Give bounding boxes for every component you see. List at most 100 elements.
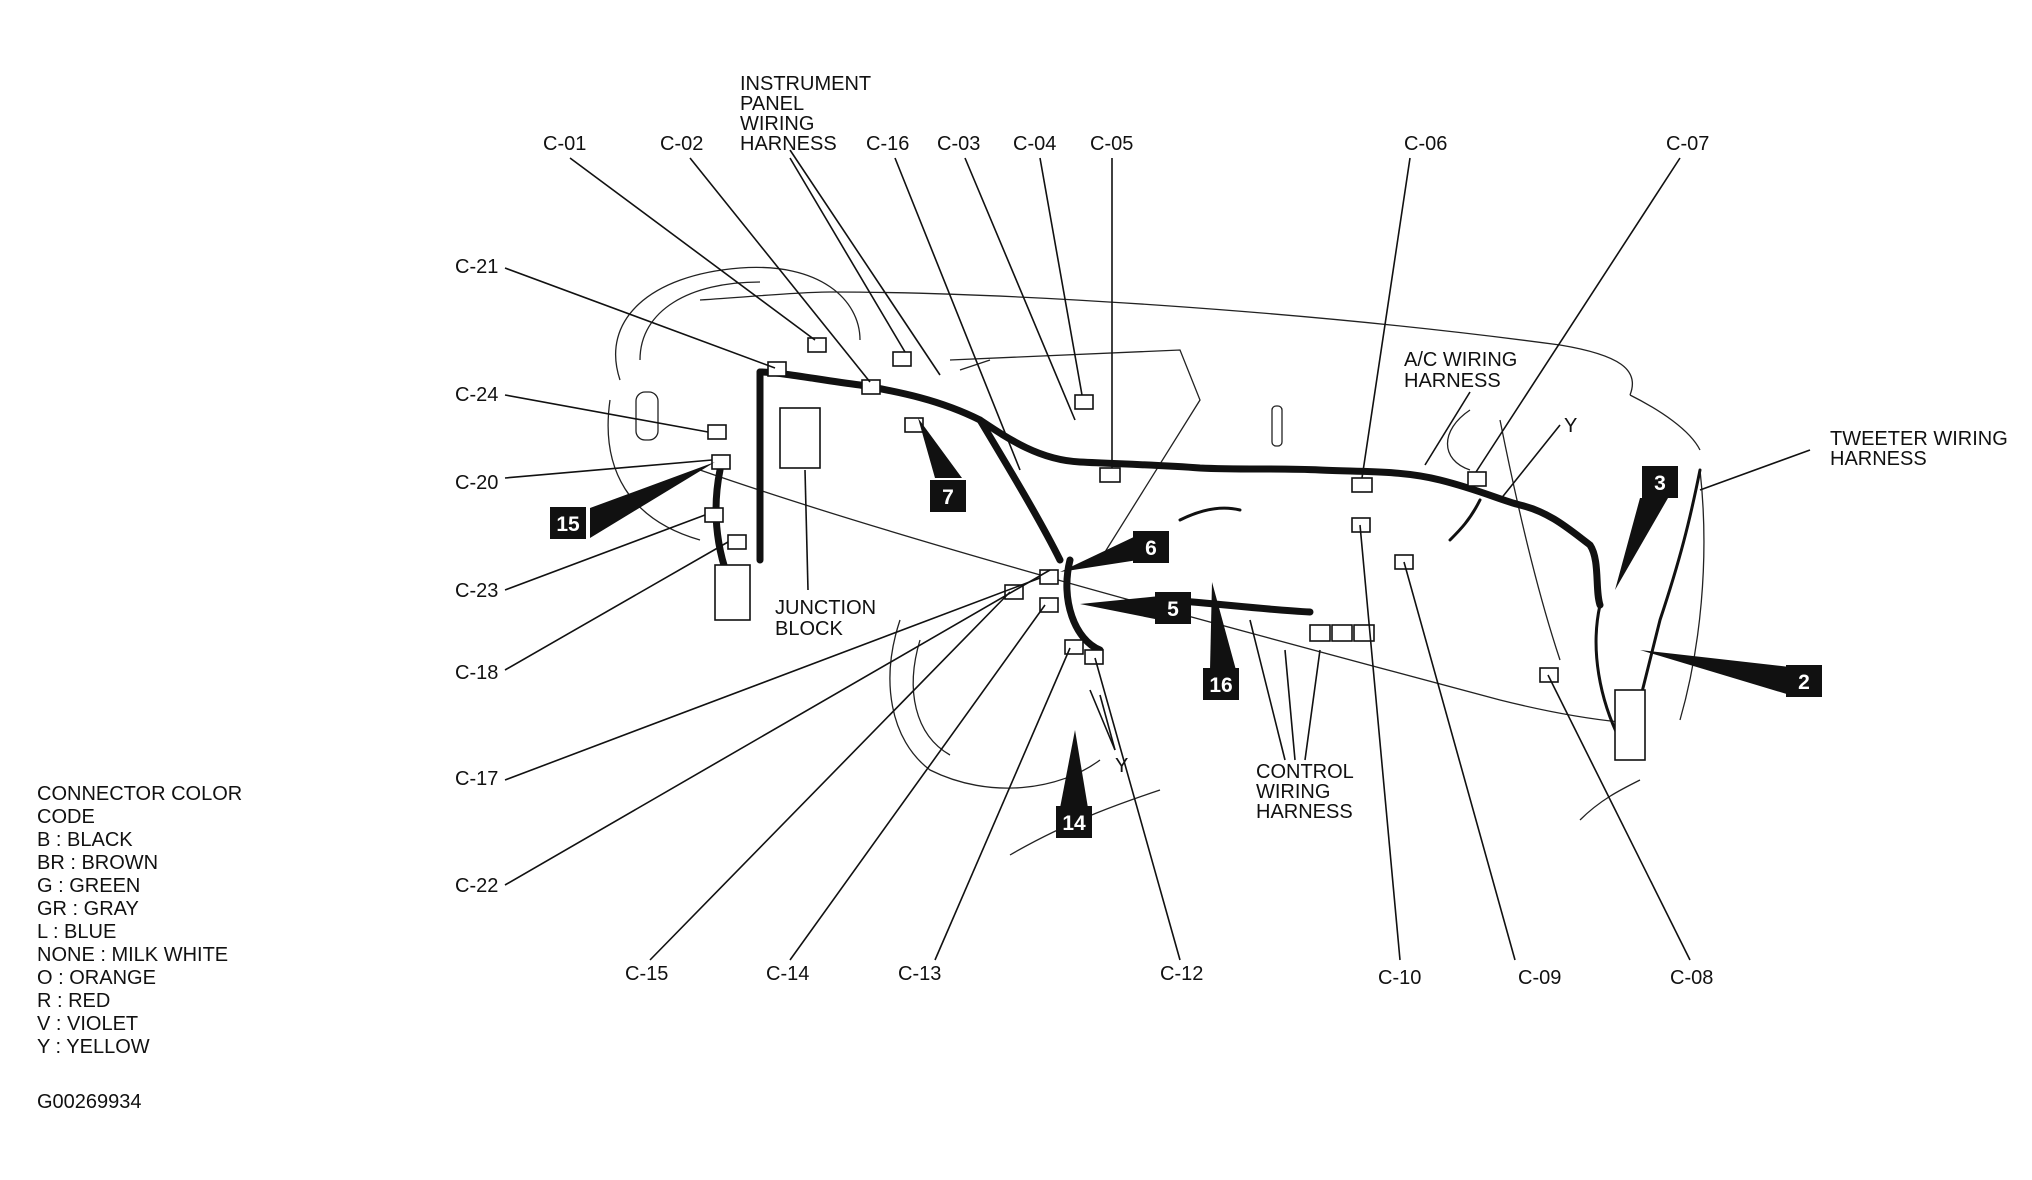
connector-c14-body — [1039, 597, 1059, 613]
badge-7: 7 — [930, 480, 966, 512]
svg-text:PANEL: PANEL — [740, 93, 804, 115]
label-c01: C-01 — [543, 133, 586, 155]
svg-text:TWEETER WIRING: TWEETER WIRING — [1830, 428, 2008, 450]
legend-entry: R : RED — [37, 990, 110, 1012]
legend-title-line1: CONNECTOR COLOR — [37, 783, 242, 805]
ac-harness-label: A/C WIRING HARNESS — [1404, 349, 1517, 392]
connector-c07-body — [1467, 471, 1487, 487]
top-connector-labels: C-01 C-02 C-16 C-03 C-04 C-05 C-06 C-07 — [543, 133, 1709, 155]
badge-15: 15 — [550, 507, 586, 539]
connector-color-code-legend: CONNECTOR COLOR CODE B : BLACK BR : BROW… — [37, 783, 242, 1058]
legend-title-line2: CODE — [37, 806, 95, 828]
wedge-14 — [1060, 730, 1088, 808]
figure-id: G00269934 — [37, 1091, 142, 1113]
connector-c05-body — [1099, 467, 1121, 483]
label-c07: C-07 — [1666, 133, 1709, 155]
connector-c21-body — [767, 361, 787, 377]
tweeter-harness-label: TWEETER WIRING HARNESS — [1830, 428, 2008, 470]
wedge-15 — [590, 462, 715, 538]
svg-text:BLOCK: BLOCK — [775, 618, 843, 640]
badge-3: 3 — [1642, 466, 1678, 498]
svg-text:15: 15 — [556, 513, 580, 536]
badge-14: 14 — [1056, 806, 1092, 838]
svg-text:WIRING: WIRING — [740, 113, 814, 135]
legend-entry: O : ORANGE — [37, 967, 156, 989]
relay-block-right — [1614, 689, 1646, 761]
connector-c02-body — [861, 379, 881, 395]
svg-text:HARNESS: HARNESS — [1830, 448, 1927, 470]
label-c10: C-10 — [1378, 967, 1421, 989]
svg-text:5: 5 — [1167, 598, 1179, 621]
label-c09: C-09 — [1518, 967, 1561, 989]
control-harness-label: CONTROL WIRING HARNESS — [1256, 761, 1354, 823]
label-c02: C-02 — [660, 133, 703, 155]
svg-text:CONTROL: CONTROL — [1256, 761, 1354, 783]
label-c20: C-20 — [455, 472, 498, 494]
svg-text:2: 2 — [1798, 671, 1810, 694]
label-c06: C-06 — [1404, 133, 1447, 155]
left-connector-labels: C-21 C-24 C-20 C-23 C-18 C-17 C-22 — [455, 256, 498, 897]
wedge-2 — [1640, 650, 1790, 695]
wedge-6 — [1060, 535, 1138, 572]
connector-c18-body — [727, 534, 747, 550]
svg-text:INSTRUMENT: INSTRUMENT — [740, 73, 871, 95]
dashboard-outline — [607, 266, 1705, 856]
legend-entry: Y : YELLOW — [37, 1036, 150, 1058]
callout-badges: 15 7 6 5 16 14 3 2 — [550, 466, 1822, 838]
leader-lines — [504, 149, 1811, 961]
wedge-3 — [1615, 498, 1668, 590]
wire-mark-y-right: Y — [1564, 415, 1577, 437]
label-c13: C-13 — [898, 963, 941, 985]
connector-c08-body — [1539, 667, 1559, 683]
instrument-panel-harness-label: INSTRUMENT PANEL WIRING HARNESS — [740, 73, 871, 155]
label-c21: C-21 — [455, 256, 498, 278]
label-c18: C-18 — [455, 662, 498, 684]
label-c14: C-14 — [766, 963, 809, 985]
connector-c24-body — [707, 424, 727, 440]
svg-text:HARNESS: HARNESS — [740, 133, 837, 155]
wire-mark-y-center: Y — [1115, 755, 1128, 777]
legend-entry: V : VIOLET — [37, 1013, 138, 1035]
badge-16: 16 — [1203, 668, 1239, 700]
label-c12: C-12 — [1160, 963, 1203, 985]
svg-text:HARNESS: HARNESS — [1404, 370, 1501, 392]
legend-entry: G : GREEN — [37, 875, 140, 897]
badge-2: 2 — [1786, 665, 1822, 697]
bottom-connector-labels: C-15 C-14 C-13 C-12 C-10 C-09 C-08 — [625, 963, 1713, 989]
svg-text:16: 16 — [1209, 674, 1232, 697]
connector-c04-body — [1074, 394, 1094, 410]
junction-block-body — [779, 407, 821, 469]
connector-c20-body — [711, 454, 731, 470]
label-c08: C-08 — [1670, 967, 1713, 989]
svg-text:14: 14 — [1062, 812, 1086, 835]
svg-text:WIRING: WIRING — [1256, 781, 1330, 803]
label-c04: C-04 — [1013, 133, 1056, 155]
label-c16: C-16 — [866, 133, 909, 155]
svg-text:HARNESS: HARNESS — [1256, 801, 1353, 823]
svg-text:7: 7 — [942, 486, 954, 509]
label-c23: C-23 — [455, 580, 498, 602]
relay-block-left — [714, 564, 751, 621]
svg-text:JUNCTION: JUNCTION — [775, 597, 876, 619]
wedge-7 — [918, 418, 962, 478]
legend-entry: NONE : MILK WHITE — [37, 944, 228, 966]
label-c15: C-15 — [625, 963, 668, 985]
legend-entry: L : BLUE — [37, 921, 116, 943]
wedge-16 — [1210, 582, 1236, 670]
svg-text:A/C WIRING: A/C WIRING — [1404, 349, 1517, 371]
badge-5: 5 — [1155, 592, 1191, 624]
legend-entry: B : BLACK — [37, 829, 133, 851]
label-c22: C-22 — [455, 875, 498, 897]
badge-6: 6 — [1133, 531, 1169, 563]
connector-c16-body — [892, 351, 912, 367]
label-c17: C-17 — [455, 768, 498, 790]
control-harness-conn-2 — [1331, 624, 1353, 642]
connector-c22-body — [1039, 569, 1059, 585]
junction-block-label: JUNCTION BLOCK — [775, 597, 876, 640]
connector-c01-body — [807, 337, 827, 353]
label-c24: C-24 — [455, 384, 498, 406]
connector-c12-body — [1084, 649, 1104, 665]
control-harness-conn-1 — [1309, 624, 1331, 642]
svg-text:3: 3 — [1654, 472, 1666, 495]
